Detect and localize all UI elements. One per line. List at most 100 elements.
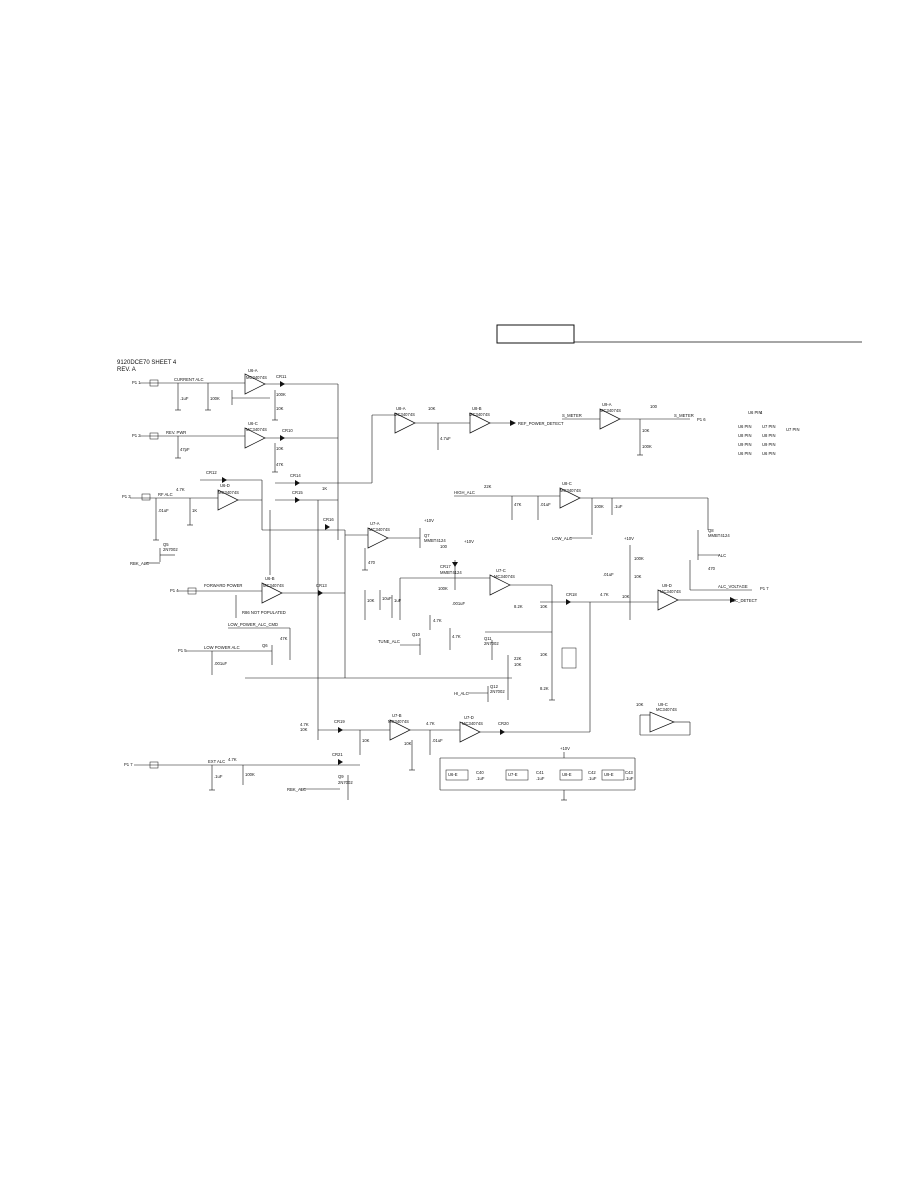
sheet-revision: REV. A — [117, 367, 136, 373]
cap-value: 4.7uF — [440, 436, 451, 441]
resistor-value: 8.2K — [514, 604, 523, 609]
signal-alc-voltage: ALC_VOLTAGE — [718, 584, 748, 589]
diode-ref: CR11 — [276, 374, 287, 379]
ic-ref: U9-E — [604, 772, 614, 777]
cap-ref: C41 — [536, 770, 544, 775]
opamp-part: MC34074S — [656, 707, 677, 712]
opamp-ref: U7-B — [392, 713, 402, 718]
cap-value: .001uF — [214, 661, 227, 666]
signal-arrow — [510, 420, 516, 426]
transistor-ref: Q5 — [163, 542, 169, 547]
u7a-stage: U7-A MC34074S +10V Q7 MMBT4124 470 — [345, 518, 446, 570]
high-alc-stage: HIGH_ALC 22K 47K .01uF U8-C MC34074S 100… — [454, 481, 709, 541]
forward-power-stage: P1 4 FORWARD POWER U6-B MC34074S CR13 R8… — [170, 576, 345, 618]
resistor-value: 100K — [642, 444, 652, 449]
opamp-part: MC34074S — [600, 408, 621, 413]
signal-rbk-alc: RBK_ALC — [130, 561, 149, 566]
cap-value: .1uF — [588, 776, 597, 781]
resistor-value: 100K — [438, 586, 448, 591]
diode-cr21 — [338, 759, 343, 765]
opamp-u7b — [389, 719, 411, 741]
resistor-value: 4.7K — [426, 721, 435, 726]
test-point — [141, 493, 151, 501]
signal-tune-alc: TUNE_ALC — [378, 639, 400, 644]
opamp-u7a — [367, 527, 389, 549]
opamp-u7c — [489, 574, 511, 596]
resistor-value: 47K — [514, 502, 522, 507]
resistor-value: 10K — [300, 727, 308, 732]
opamp-part: MC34074S — [560, 488, 581, 493]
opamp-ref: U6-A — [248, 368, 258, 373]
legend-entry: U8 PIN — [738, 433, 752, 438]
cap-value: .001uF — [452, 601, 465, 606]
title-block — [496, 324, 862, 344]
diode-ref: CR13 — [316, 583, 327, 588]
opamp-u8b — [469, 412, 491, 434]
resistor-value: 4.7K — [452, 634, 461, 639]
ic-power-block — [559, 769, 583, 781]
signal-ref-power-detect: REF_POWER_DETECT — [518, 421, 564, 426]
transistor-ref: Q11 — [484, 636, 492, 641]
opamp-ref: U6-C — [248, 421, 258, 426]
cap-value: 1uF — [394, 598, 402, 603]
diode-ref: CR20 — [498, 721, 509, 726]
p1-pin-label: P1 1 — [132, 380, 141, 385]
signal-alc-detect: ALC_DETECT — [730, 598, 758, 603]
resistor-value: 10K — [276, 446, 284, 451]
supply-label: +10V — [464, 539, 474, 544]
cap-value: .01uF — [158, 508, 169, 513]
resistor-value: 100 — [440, 544, 448, 549]
decoupling-bank: +10V U6-E C40 .1uF U7-E C41 .1uF U8-E C4… — [439, 746, 636, 800]
resistor-value: 47K — [276, 462, 284, 467]
signal-alc: ALC — [718, 553, 726, 558]
s-meter-stage: S_METER U9-A MC34074S 10K 100K 100 S_MET… — [562, 402, 706, 455]
opamp-ref: U6-B — [265, 576, 275, 581]
opamp-u8a — [394, 412, 416, 434]
low-power-alc-stage: LOW_POWER_ALC_CMD 47K P1 5 LOW POWER ALC… — [178, 622, 512, 679]
cap-value: .1uF — [214, 774, 223, 779]
resistor-value: 10K — [634, 574, 642, 579]
diode-ref: CR18 — [566, 592, 577, 597]
opamp-ref: U9-D — [662, 583, 672, 588]
ground-symbols — [153, 409, 643, 801]
diode-ref: CR10 — [282, 428, 293, 433]
opamp-part: MC34074S — [218, 490, 239, 495]
diode-cr18 — [566, 599, 571, 605]
p1-pin-label: P1 6 — [697, 417, 706, 422]
cap-ref: C42 — [588, 770, 596, 775]
opamp-u7d — [459, 721, 481, 743]
supply-label: +10V — [560, 746, 570, 751]
trim-pot — [561, 647, 577, 669]
opamp-ref: U7-D — [464, 715, 474, 720]
diode-cr11 — [280, 381, 285, 387]
p1-pin-label: P1 2 — [132, 433, 141, 438]
signal-forward-power: FORWARD POWER — [204, 583, 242, 588]
diode-ref: CR16 — [323, 517, 334, 522]
ic-power-block — [601, 769, 625, 781]
cap-value: .1uF — [476, 776, 485, 781]
opamp-part: MC34074S — [394, 412, 415, 417]
resistor-value: 100K — [594, 504, 604, 509]
signal-current-alc: CURRENT ALC — [174, 377, 203, 382]
diode-or-stack: CR14 CR15 CR16 1K — [275, 473, 338, 530]
p1-pin-label: P1 7 — [124, 762, 133, 767]
legend-entry: U7 PIN — [762, 424, 776, 429]
opamp-ref: U8-B — [472, 406, 482, 411]
resistor-value: 8.2K — [540, 686, 549, 691]
cap-value: 47pF — [180, 447, 190, 452]
legend-entry: U9 PIN — [738, 442, 752, 447]
opamp-part: MC34074S — [469, 412, 490, 417]
transistor-part: 2N7002 — [163, 547, 178, 552]
legend-entry: U7 PIN — [786, 427, 800, 432]
transistor-ref: Q7 — [424, 533, 430, 538]
resistor-value: 470 — [708, 566, 716, 571]
legend-entry: U9 PIN — [762, 442, 776, 447]
opamp-u9d — [657, 589, 679, 611]
resistor-value: 22K — [484, 484, 492, 489]
signal-arrow — [730, 597, 736, 603]
legend-entry: U8 PIN — [762, 433, 776, 438]
resistor-value: 470 — [368, 560, 376, 565]
opamp-part: MC34074S — [246, 427, 267, 432]
opamp-ref: U9-A — [602, 402, 612, 407]
opamp-part: MC34074S — [246, 375, 267, 380]
